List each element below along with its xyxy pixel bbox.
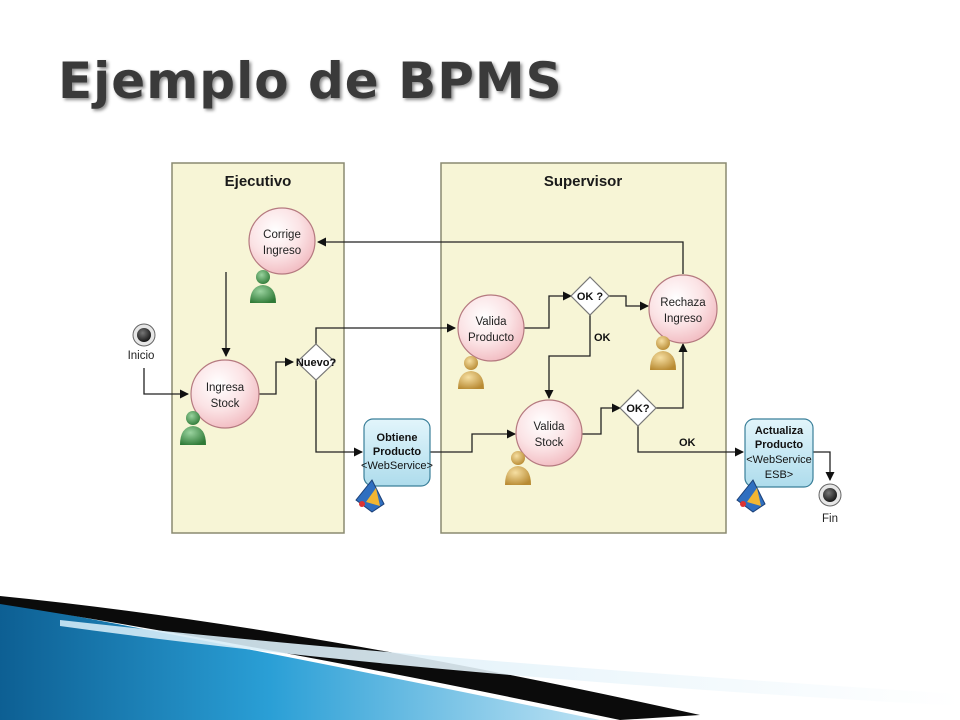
flow-validastock-ok2 <box>582 403 621 435</box>
user-icon <box>250 270 276 303</box>
service-obtiene-line2: Producto <box>373 446 422 458</box>
end-event: Fin <box>818 483 842 525</box>
webservice-icon <box>355 479 385 513</box>
start-event: Inicio <box>128 323 156 362</box>
task-valida-stock: Valida Stock <box>505 399 583 485</box>
lane-ejecutivo-title: Ejecutivo <box>225 173 292 190</box>
service-obtiene-line1: Obtiene <box>377 432 418 444</box>
service-actualiza-producto: Actualiza Producto <WebService ESB> <box>736 418 814 513</box>
flow-ok1-rechaza <box>609 295 649 311</box>
flow-lines <box>143 237 835 481</box>
bpms-diagram: Ejecutivo Supervisor OK <box>128 162 842 534</box>
slide-title: Ejemplo de BPMS <box>58 52 563 110</box>
task-rechaza-line2: Ingreso <box>664 313 702 325</box>
flow-validaproducto-ok1 <box>521 291 572 329</box>
user-icon <box>650 336 676 370</box>
service-actualiza-line3: <WebService <box>746 454 812 466</box>
gateway-ok2-label: OK? <box>626 403 650 415</box>
user-icon <box>458 356 484 389</box>
lane-supervisor-title: Supervisor <box>544 173 623 190</box>
task-rechaza-line1: Rechaza <box>660 297 706 309</box>
flow-ok1-validastock <box>544 315 591 399</box>
task-corrige-ingreso: Corrige Ingreso <box>248 207 316 303</box>
service-actualiza-line4: ESB> <box>765 469 793 481</box>
end-event-label: Fin <box>822 513 838 525</box>
task-corrige-line2: Ingreso <box>263 245 301 257</box>
task-ingresa-line1: Ingresa <box>206 382 245 394</box>
start-event-label: Inicio <box>128 350 155 362</box>
task-validastock-line1: Valida <box>533 421 565 433</box>
flow-nuevo-validaproducto <box>315 323 456 344</box>
task-rechaza-ingreso: Rechaza Ingreso <box>648 274 718 370</box>
decorative-swoosh <box>0 596 960 720</box>
task-valida-producto: Valida Producto <box>457 294 525 389</box>
flow-nuevo-obtiene <box>315 380 363 457</box>
flow-ok2-rechaza <box>656 343 688 409</box>
service-actualiza-line2: Producto <box>755 439 804 451</box>
gateway-ok-2: OK? <box>619 389 657 427</box>
flow-actualiza-fin <box>813 451 835 481</box>
gateway-nuevo-label: Nuevo? <box>296 357 337 369</box>
task-ingresa-stock: Ingresa Stock <box>180 359 260 445</box>
gateway-ok-1: OK ? <box>570 276 610 316</box>
user-icon <box>180 411 206 445</box>
flow-obtiene-validastock <box>430 429 516 453</box>
task-validaproducto-line1: Valida <box>475 316 507 328</box>
flow-inicio-ingresa <box>143 368 189 399</box>
gateway-ok1-label: OK ? <box>577 291 604 303</box>
flow-ok2-actualiza <box>637 426 744 457</box>
webservice-icon <box>736 479 766 513</box>
task-corrige-line1: Corrige <box>263 229 301 241</box>
gateway-nuevo: Nuevo? <box>296 343 337 381</box>
flow-label-ok-a: OK <box>594 332 611 344</box>
flow-ingresa-nuevo <box>259 357 294 395</box>
task-ingresa-line2: Stock <box>211 398 240 410</box>
flow-label-ok-b: OK <box>679 437 696 449</box>
service-obtiene-producto: Obtiene Producto <WebService> <box>355 418 433 513</box>
service-actualiza-line1: Actualiza <box>755 425 804 437</box>
task-validaproducto-line2: Producto <box>468 332 514 344</box>
flow-rechaza-corrige <box>317 237 684 274</box>
user-icon <box>505 451 531 485</box>
service-obtiene-line3: <WebService> <box>361 460 433 472</box>
task-validastock-line2: Stock <box>535 437 564 449</box>
